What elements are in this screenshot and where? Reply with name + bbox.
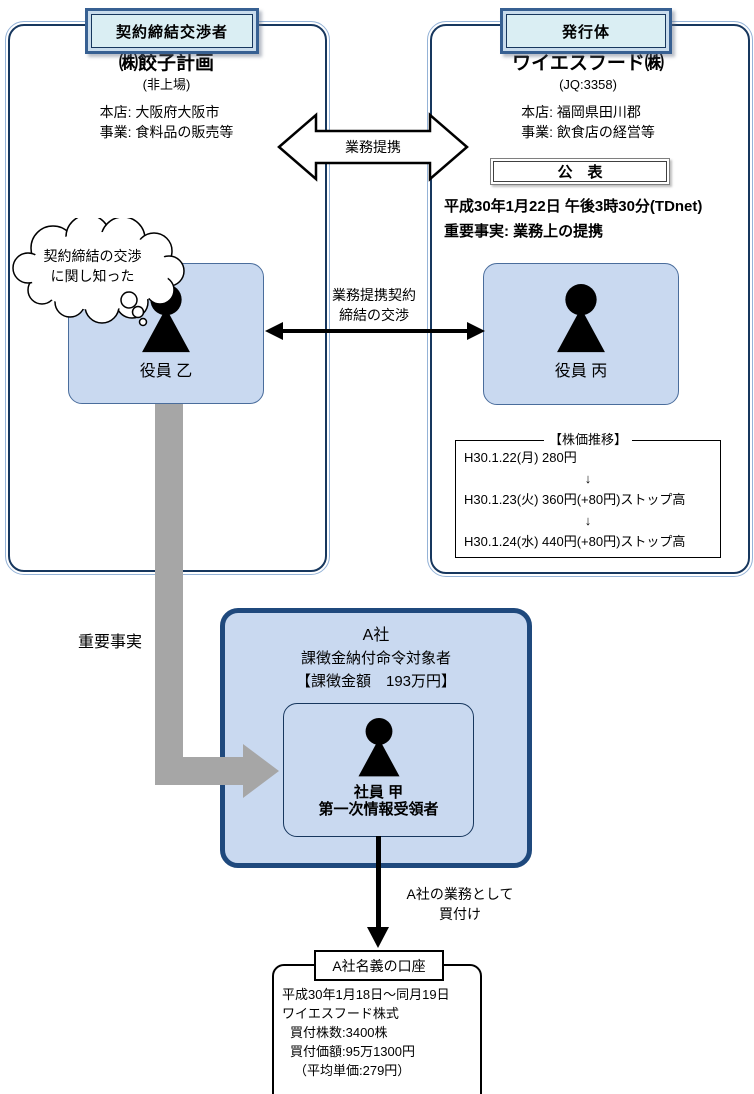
account-title-label: A社名義の口座: [332, 957, 426, 974]
thought-bubble-text: 契約締結の交渉 に関し知った: [43, 248, 142, 284]
company-a-name: A社: [362, 627, 390, 644]
partnership-double-arrow-icon: [277, 112, 469, 182]
account-line: ワイエスフード株式: [282, 1006, 399, 1021]
stock-price-title: 【株価推移】: [543, 430, 633, 450]
negotiator-tab-label: 契約締結交渉者: [115, 23, 228, 41]
stock-price-box: 【株価推移】 H30.1.22(月) 280円 ↓ H30.1.23(火) 36…: [455, 430, 721, 558]
person-icon: [557, 284, 605, 353]
announcement-time: 平成30年1月22日 午後3時30分(TDnet): [444, 198, 703, 215]
issuer-head-office: 本店: 福岡県田川郡: [521, 104, 641, 120]
person-icon: [357, 718, 400, 777]
announcement-title: 公 表: [557, 164, 603, 181]
down-arrow-glyph: ↓: [584, 471, 592, 486]
stock-price-line: H30.1.23(火) 360円(+80円)ストップ高: [464, 492, 686, 507]
negotiator-company-details: 本店: 大阪府大阪市 事業: 食料品の販売等: [100, 102, 234, 142]
announcement-box: 公 表: [490, 158, 670, 185]
stock-price-line: H30.1.22(月) 280円: [464, 450, 577, 465]
issuer-company-block: ワイエスフード㈱ (JQ:3358) 本店: 福岡県田川郡 事業: 飲食店の経営…: [430, 52, 746, 142]
officer-otsu-label: 役員 乙: [139, 363, 193, 380]
issuer-business: 事業: 飲食店の経営等: [521, 124, 655, 140]
company-a-penalty: 【課徴金額 193万円】: [295, 673, 457, 690]
officer-hei-label: 役員 丙: [554, 363, 608, 380]
negotiator-company-block: ㈱餃子計画 (非上場) 本店: 大阪府大阪市 事業: 食料品の販売等: [8, 52, 325, 142]
stock-price-line: H30.1.24(水) 440円(+80円)ストップ高: [464, 534, 686, 549]
purchase-arrow-icon: [367, 836, 389, 948]
officer-hei-box: 役員 丙: [483, 263, 679, 405]
negotiator-company-name: ㈱餃子計画: [118, 53, 214, 74]
issuer-tab-label: 発行体: [561, 23, 610, 41]
account-line: 買付価額:95万1300円: [290, 1044, 415, 1059]
negotiator-business: 事業: 食料品の販売等: [99, 124, 234, 140]
account-line: （平均単価:279円）: [294, 1063, 411, 1078]
account-box: 平成30年1月18日～同月19日 ワイエスフード株式 買付株数:3400株 買付…: [272, 964, 482, 1094]
important-fact-arrow-icon: [155, 404, 279, 798]
issuer-company-details: 本店: 福岡県田川郡 事業: 飲食店の経営等: [521, 102, 655, 142]
issuer-tab: 発行体: [500, 8, 672, 54]
negotiator-tab: 契約締結交渉者: [85, 8, 259, 54]
employee-kou-box: 社員 甲 第一次情報受領者: [283, 703, 474, 837]
important-fact-label: 重要事実: [78, 634, 143, 651]
issuer-company-name: ワイエスフード㈱: [512, 53, 664, 74]
negotiator-listing-status: (非上場): [142, 77, 191, 92]
account-line: 平成30年1月18日～同月19日: [282, 987, 450, 1002]
thought-bubble-icon: [12, 218, 185, 327]
negotiation-arrow-icon: [265, 322, 485, 340]
issuer-ticker: (JQ:3358): [559, 77, 617, 92]
account-line: 買付株数:3400株: [290, 1025, 388, 1040]
company-a-role: 課徴金納付命令対象者: [300, 650, 451, 667]
account-title-box: A社名義の口座: [314, 950, 444, 981]
negotiator-head-office: 本店: 大阪府大阪市: [99, 104, 220, 120]
purchase-arrow-label: A社の業務として 買付け: [406, 886, 514, 922]
down-arrow-glyph: ↓: [584, 513, 592, 528]
announcement-fact: 重要事実: 業務上の提携: [444, 223, 604, 240]
partnership-arrow-label: 業務提携: [345, 139, 401, 155]
employee-kou-role: 第一次情報受領者: [318, 801, 439, 818]
negotiation-arrow-label: 業務提携契約 締結の交渉: [332, 287, 416, 323]
employee-kou-label: 社員 甲: [353, 784, 404, 801]
